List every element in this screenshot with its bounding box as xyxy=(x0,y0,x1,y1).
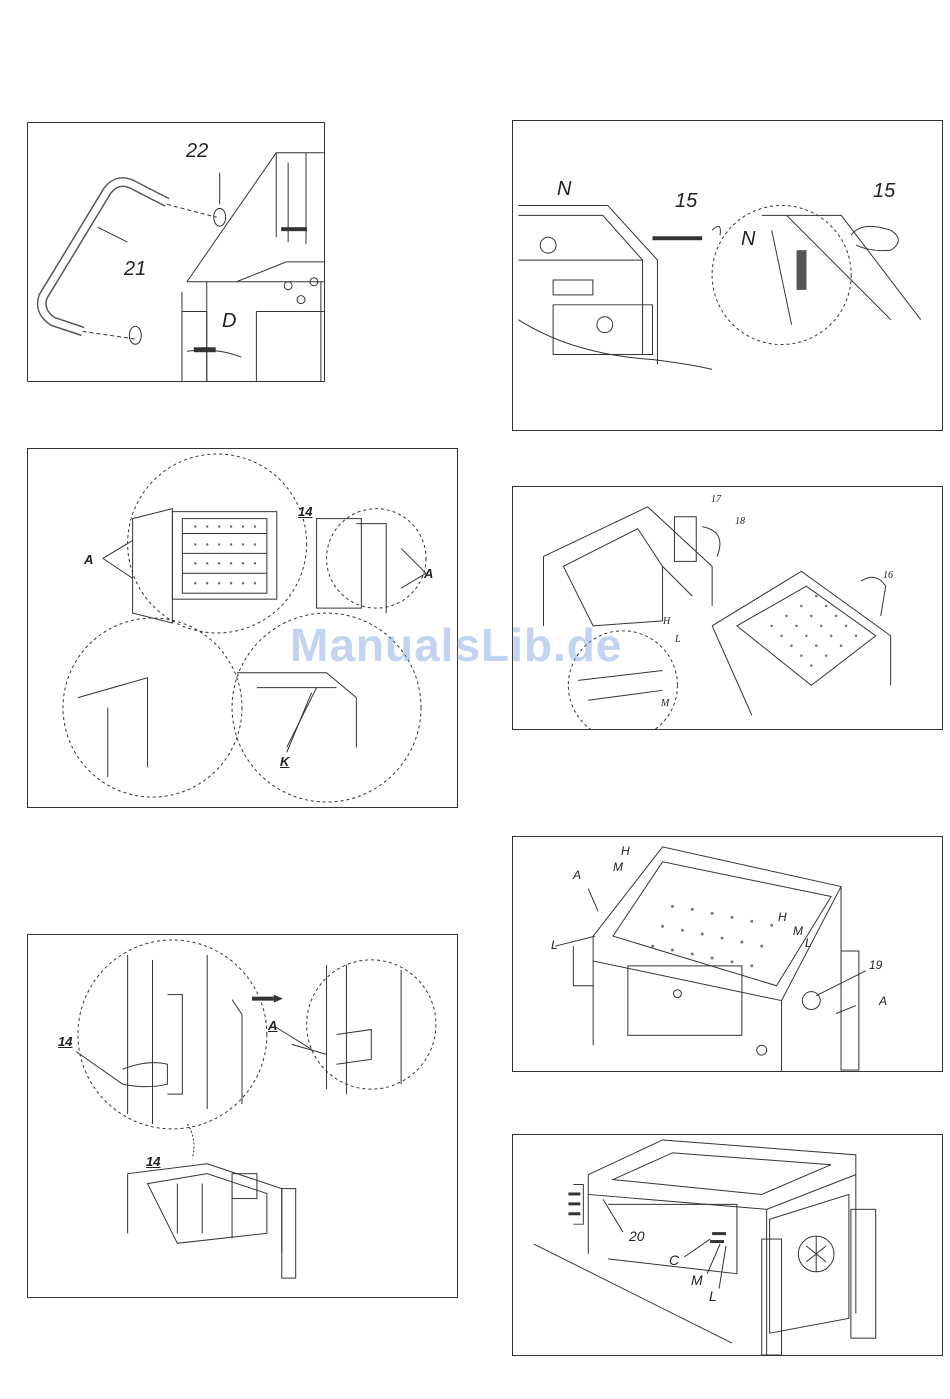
figure-rod-assembly: 15 15 N N xyxy=(512,120,943,431)
label-part-d: D xyxy=(222,311,236,331)
label-part-h-right: H xyxy=(778,911,787,923)
label-part-h-left: H xyxy=(621,845,630,857)
label-part-19: 19 xyxy=(869,959,882,971)
figure-panel-assembly: 20 C M L xyxy=(512,1134,943,1356)
label-part-14-top: 14 xyxy=(58,1035,72,1048)
label-part-20: 20 xyxy=(629,1229,645,1243)
hinge-drawing xyxy=(28,935,457,1297)
label-part-a-right: A xyxy=(879,995,887,1007)
label-part-l-left: L xyxy=(551,939,558,951)
label-part-k: K xyxy=(280,755,289,768)
label-part-a-left: A xyxy=(84,553,93,566)
label-part-l-right: L xyxy=(805,937,812,949)
label-part-16: 16 xyxy=(883,571,893,581)
label-part-15-right: 15 xyxy=(873,181,895,201)
label-part-17: 17 xyxy=(711,495,721,505)
figure-firebox-assembly: A M H L H M L 19 A xyxy=(512,836,943,1072)
figure-grate-fixing: 17 18 16 H L M xyxy=(512,486,943,730)
label-part-l: L xyxy=(675,635,681,645)
label-part-n-right: N xyxy=(741,229,755,249)
label-part-a: A xyxy=(268,1019,277,1032)
label-part-n-left: N xyxy=(557,179,571,199)
figure-handle-assembly: 22 21 D xyxy=(27,122,325,382)
label-part-14-bottom: 14 xyxy=(146,1155,160,1168)
label-part-18: 18 xyxy=(735,517,745,527)
label-part-m: M xyxy=(691,1273,703,1287)
label-part-a-left: A xyxy=(573,869,581,881)
label-part-22: 22 xyxy=(186,141,208,161)
label-part-h: H xyxy=(663,617,670,627)
watermark: ManualsLib.de xyxy=(290,618,622,672)
rod-drawing xyxy=(513,121,942,430)
label-part-l: L xyxy=(709,1289,717,1303)
fixing-drawing xyxy=(513,487,942,729)
label-part-a-right: A xyxy=(424,567,433,580)
panel-drawing xyxy=(513,1135,942,1355)
label-part-15-left: 15 xyxy=(675,191,697,211)
label-part-c: C xyxy=(669,1253,679,1267)
label-part-21: 21 xyxy=(124,259,146,279)
label-part-m: M xyxy=(661,699,669,709)
label-part-14: 14 xyxy=(298,505,312,518)
label-part-m-right: M xyxy=(793,925,803,937)
figure-hinge-assembly: 14 A 14 xyxy=(27,934,458,1298)
label-part-m-left: M xyxy=(613,861,623,873)
handle-drawing xyxy=(28,123,324,381)
